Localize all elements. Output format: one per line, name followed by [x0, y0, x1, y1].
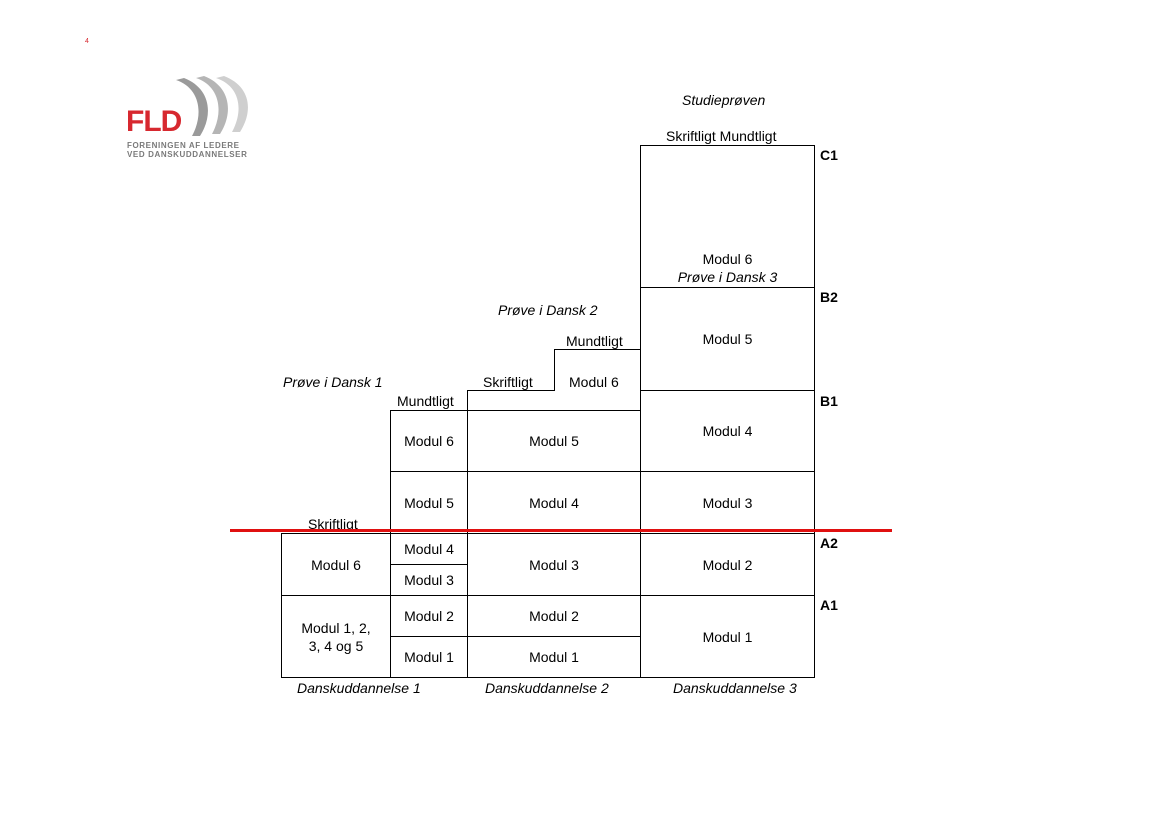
du3-modul-2-label: Modul 2 — [702, 556, 753, 573]
logo-swoosh-icon — [176, 76, 248, 136]
logo-wordmark: FLD — [126, 105, 182, 138]
du2-modul-4-label: Modul 4 — [529, 494, 579, 511]
du3-modul-6-label: Modul 6 — [702, 251, 753, 267]
label-danskuddannelse-2: Danskuddannelse 2 — [485, 680, 609, 696]
du1-modul-5: Modul 5 — [390, 471, 468, 534]
du1-modul-3-label: Modul 3 — [404, 572, 454, 588]
level-a1: A1 — [820, 597, 838, 613]
label-skriftligt-mundtligt: Skriftligt Mundtligt — [666, 128, 777, 144]
du2-modul-5-label: Modul 5 — [529, 433, 579, 449]
label-du1-mundtligt: Mundtligt — [397, 393, 454, 409]
du3-modul-2: Modul 2 — [640, 533, 815, 596]
label-du2-mundtligt: Mundtligt — [566, 333, 623, 349]
du1-written-modul-1-5-label: Modul 1, 2, 3, 4 og 5 — [301, 619, 371, 654]
du3-modul-3-label: Modul 3 — [702, 494, 753, 511]
du1-modul-1: Modul 1 — [390, 636, 468, 678]
page-marker: 4 — [85, 38, 89, 45]
du3-modul-1: Modul 1 — [640, 595, 815, 678]
du2-modul-1-label: Modul 1 — [529, 649, 579, 665]
du2-modul-5: Modul 5 — [467, 410, 641, 472]
du2-modul-1: Modul 1 — [467, 636, 641, 678]
du1-written-modul-6-label: Modul 6 — [311, 556, 361, 573]
du1-modul-4: Modul 4 — [390, 533, 468, 565]
du2-step-line-4 — [554, 349, 641, 350]
du1-written-modul-1-5: Modul 1, 2, 3, 4 og 5 — [281, 595, 391, 678]
du1-modul-3: Modul 3 — [390, 564, 468, 596]
du1-modul-6: Modul 6 — [390, 410, 468, 472]
du1-written-modul-6: Modul 6 — [281, 533, 391, 596]
red-divider-line — [230, 529, 892, 532]
du1-modul-2-label: Modul 2 — [404, 608, 454, 624]
du1-modul-1-label: Modul 1 — [404, 649, 454, 665]
heading-proeve-dansk-2: Prøve i Dansk 2 — [498, 302, 598, 318]
du3-modul-1-label: Modul 1 — [702, 628, 753, 645]
du2-modul-2-label: Modul 2 — [529, 608, 579, 624]
heading-studieproeven: Studieprøven — [682, 92, 766, 108]
du2-modul-6-label: Modul 6 — [569, 374, 619, 390]
du1-modul-4-label: Modul 4 — [404, 541, 454, 557]
du3-modul-4: Modul 4 — [640, 390, 815, 472]
label-du2-skriftligt: Skriftligt — [483, 374, 533, 390]
logo-subtitle-line1: FORENINGEN AF LEDERE — [127, 141, 240, 150]
du2-step-line-1 — [467, 390, 555, 391]
heading-proeve-dansk-3: Prøve i Dansk 3 — [677, 269, 778, 285]
label-du1-skriftligt: Skriftligt — [308, 516, 358, 532]
logo-subtitle-line2: VED DANSKUDDANNELSER — [127, 150, 248, 159]
du2-step-line-3 — [554, 349, 555, 391]
level-c1: C1 — [820, 147, 838, 163]
du3-modul-6-content: Modul 6 Prøve i Dansk 3 — [678, 250, 778, 286]
du2-modul-3: Modul 3 — [467, 533, 641, 596]
label-danskuddannelse-1: Danskuddannelse 1 — [297, 680, 421, 696]
level-a2: A2 — [820, 535, 838, 551]
du2-modul-4: Modul 4 — [467, 471, 641, 534]
du3-modul-5: Modul 5 — [640, 287, 815, 391]
label-danskuddannelse-3: Danskuddannelse 3 — [673, 680, 797, 696]
du2-modul-2: Modul 2 — [467, 595, 641, 637]
du3-modul-3: Modul 3 — [640, 471, 815, 534]
du1-modul-2: Modul 2 — [390, 595, 468, 637]
du3-modul-5-label: Modul 5 — [702, 331, 753, 347]
level-b1: B1 — [820, 393, 838, 409]
heading-proeve-dansk-1: Prøve i Dansk 1 — [283, 374, 383, 390]
du3-modul-4-label: Modul 4 — [702, 423, 753, 439]
du1-modul-5-label: Modul 5 — [404, 494, 454, 511]
du1-modul-6-label: Modul 6 — [404, 433, 454, 449]
level-b2: B2 — [820, 289, 838, 305]
du2-step-line-2 — [467, 390, 468, 411]
du2-modul-3-label: Modul 3 — [529, 556, 579, 573]
du3-modul-6: Modul 6 Prøve i Dansk 3 — [640, 145, 815, 288]
